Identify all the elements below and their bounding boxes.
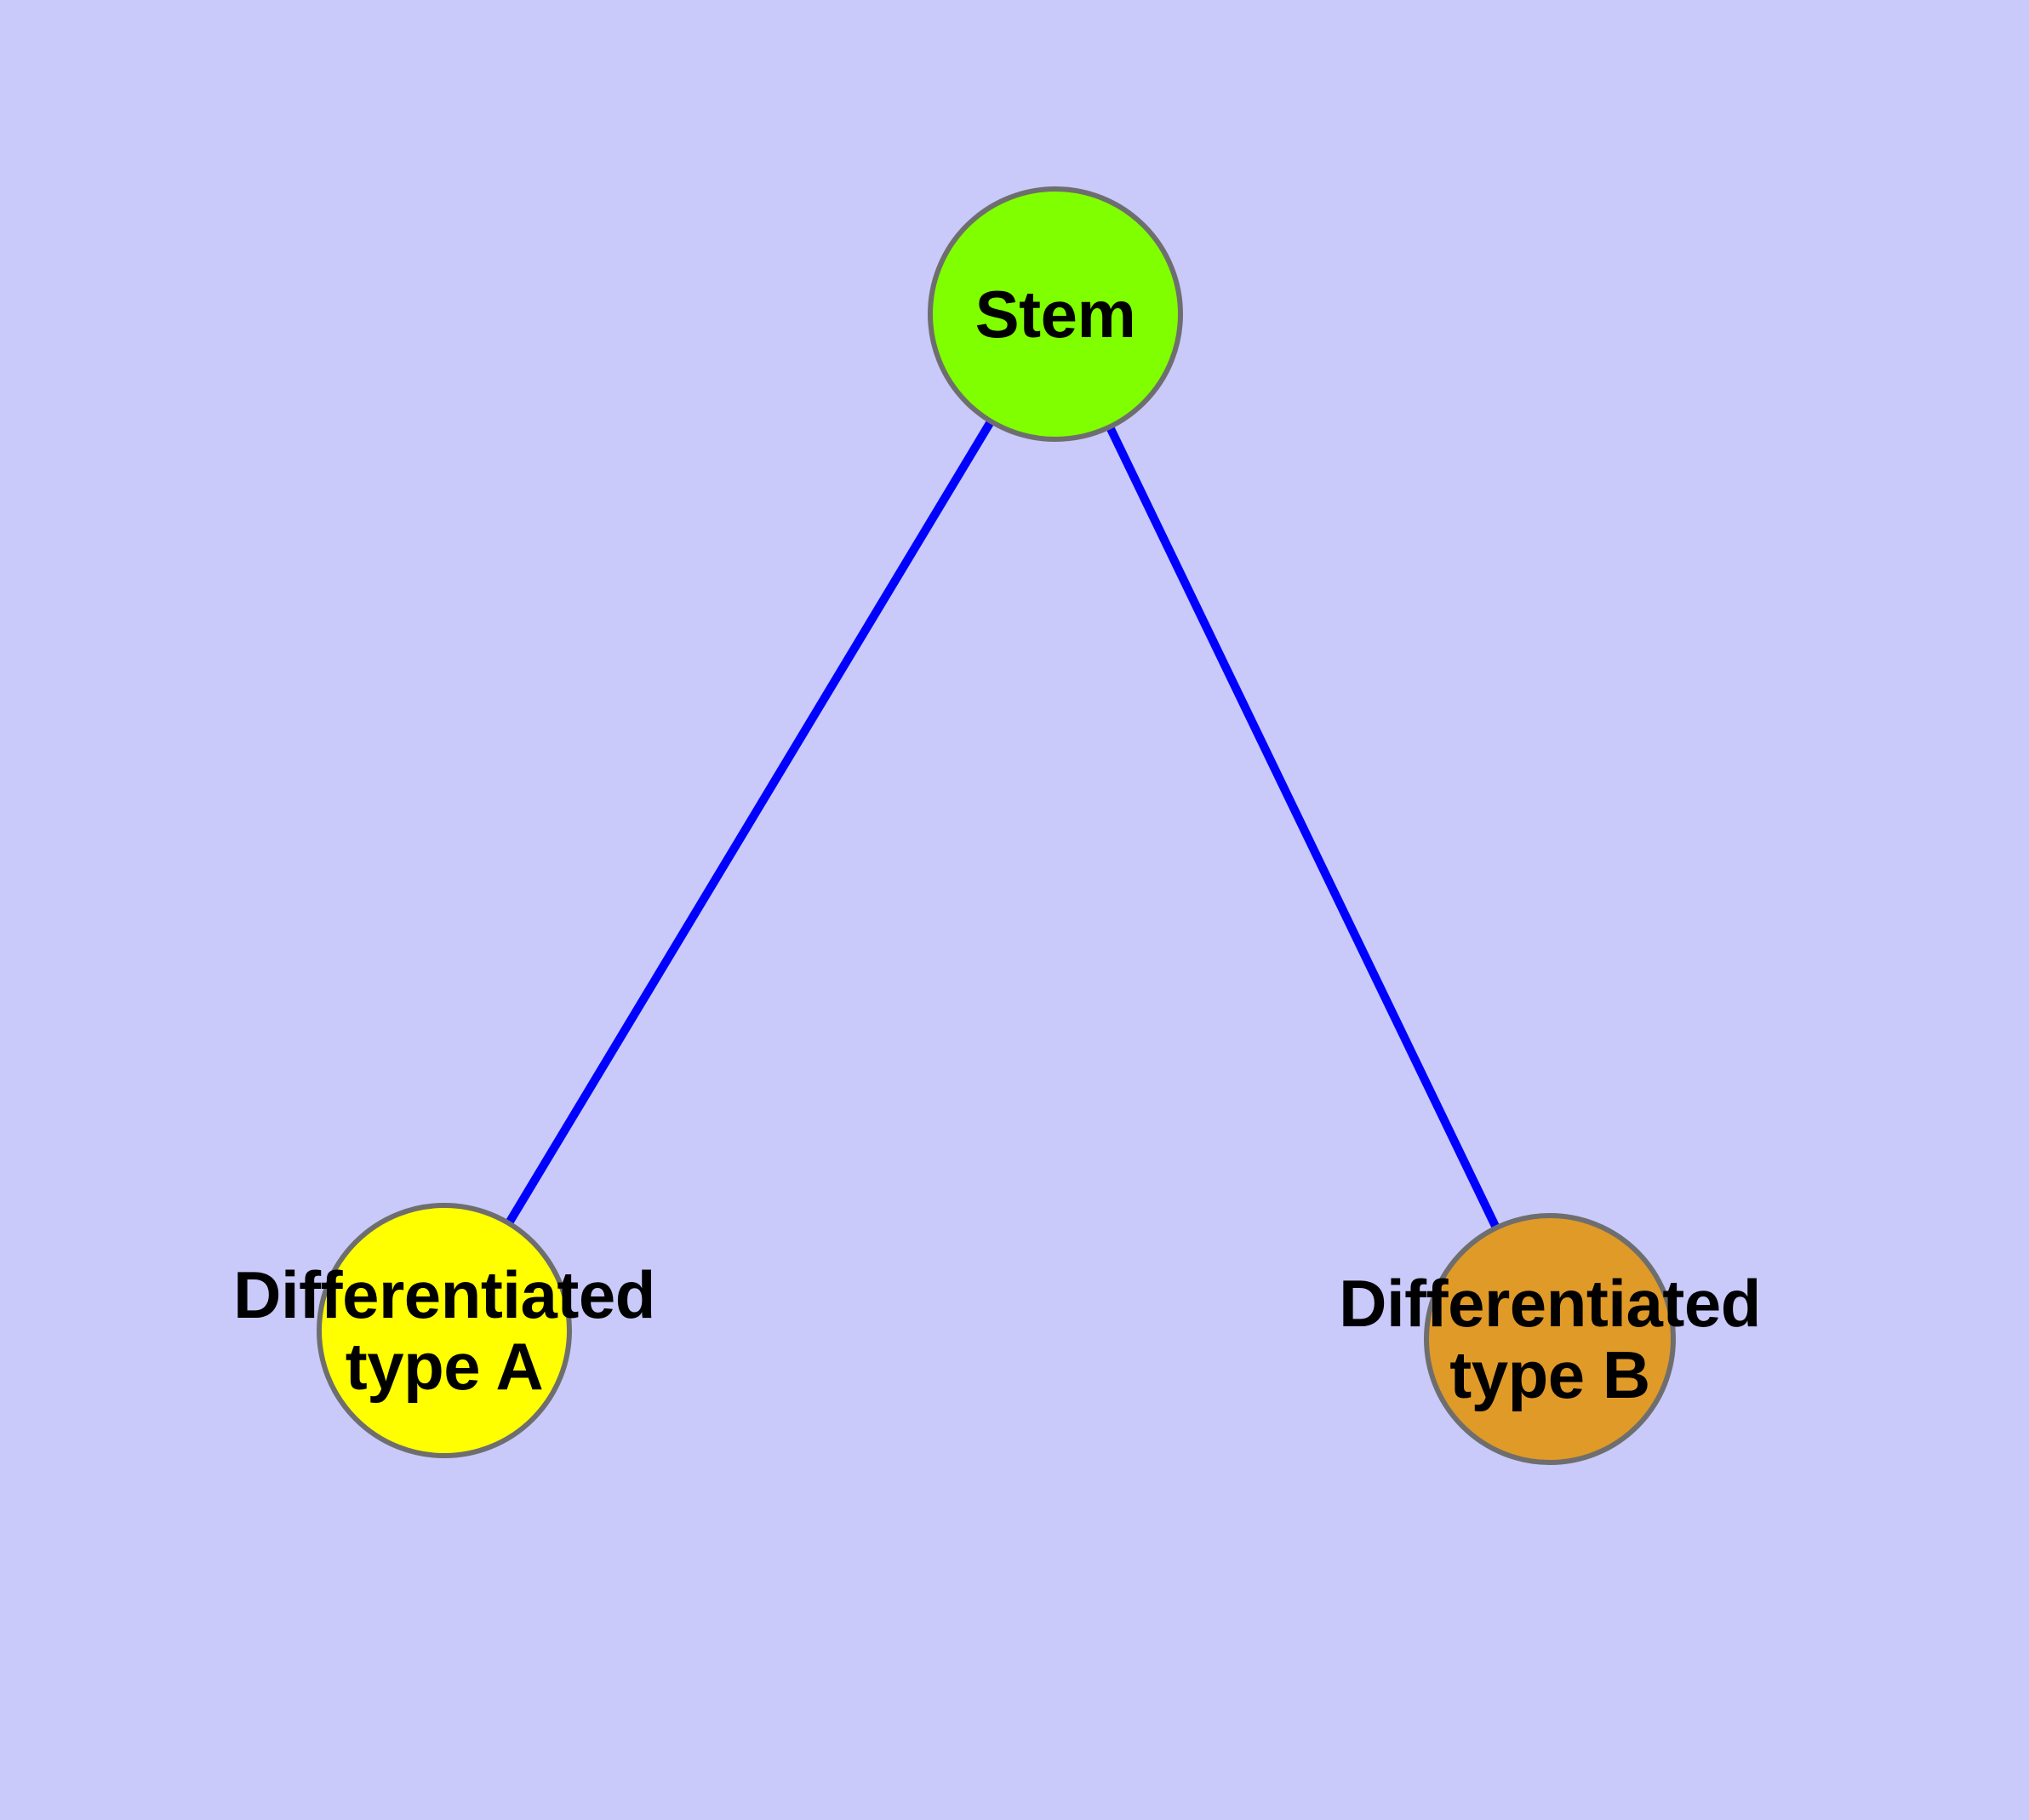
- node-differentiated-type-b[interactable]: [1424, 1213, 1676, 1465]
- edge-layer: [505, 419, 1500, 1230]
- node-differentiated-type-a[interactable]: [317, 1203, 572, 1458]
- node-stem[interactable]: [928, 186, 1183, 442]
- edge-stem-to-differentiated-a[interactable]: [505, 419, 995, 1226]
- edge-stem-to-differentiated-b[interactable]: [1106, 425, 1500, 1230]
- node-layer: [317, 186, 1676, 1465]
